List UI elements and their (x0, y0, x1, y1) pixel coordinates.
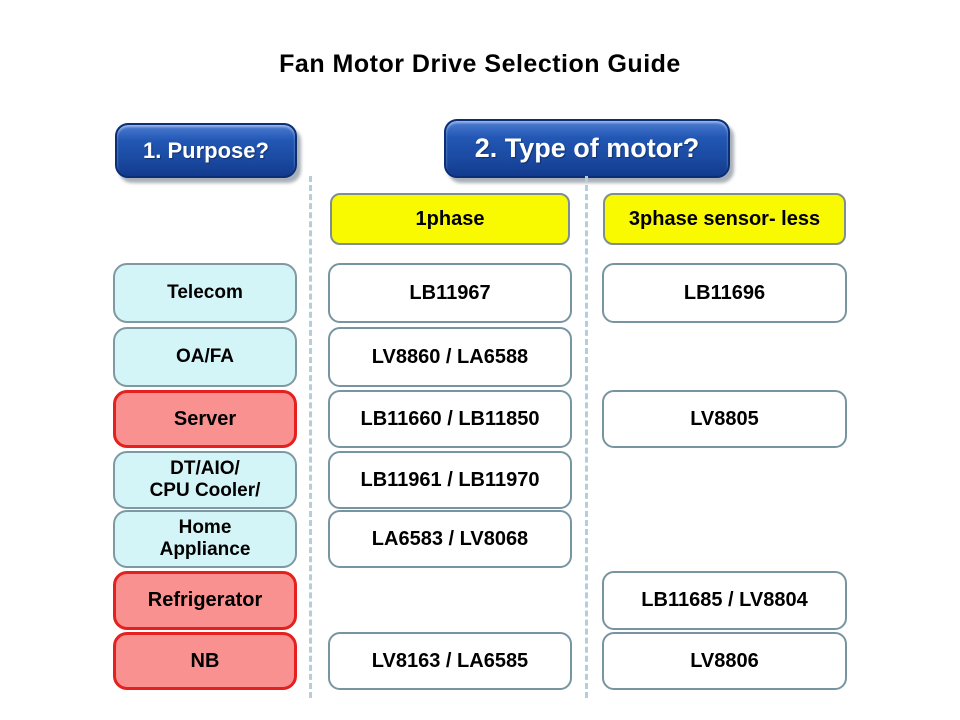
purpose-refrigerator: Refrigerator (113, 571, 297, 630)
motor-type-step-button: 2. Type of motor? (444, 119, 730, 178)
part-lb11961-lb11970: LB11961 / LB11970 (328, 451, 572, 509)
page-title: Fan Motor Drive Selection Guide (279, 50, 681, 78)
column-header-1phase: 1phase (330, 193, 570, 245)
column-divider-right (585, 176, 588, 698)
part-lv8805: LV8805 (602, 390, 847, 448)
purpose-oa-fa: OA/FA (113, 327, 297, 387)
column-divider-left (309, 176, 312, 698)
part-lv8806: LV8806 (602, 632, 847, 690)
purpose-home-appliance: Home Appliance (113, 510, 297, 568)
part-lv8860-la6588: LV8860 / LA6588 (328, 327, 572, 387)
column-header-3phase-sensorless: 3phase sensor- less (603, 193, 846, 245)
part-lv8163-la6585: LV8163 / LA6585 (328, 632, 572, 690)
purpose-server: Server (113, 390, 297, 448)
purpose-nb: NB (113, 632, 297, 690)
part-lb11967: LB11967 (328, 263, 572, 323)
part-lb11696: LB11696 (602, 263, 847, 323)
part-la6583-lv8068: LA6583 / LV8068 (328, 510, 572, 568)
purpose-telecom: Telecom (113, 263, 297, 323)
purpose-dt-aio-cpu-cooler: DT/AIO/ CPU Cooler/ (113, 451, 297, 509)
purpose-step-button: 1. Purpose? (115, 123, 297, 178)
part-lb11660-lb11850: LB11660 / LB11850 (328, 390, 572, 448)
part-lb11685-lv8804: LB11685 / LV8804 (602, 571, 847, 630)
